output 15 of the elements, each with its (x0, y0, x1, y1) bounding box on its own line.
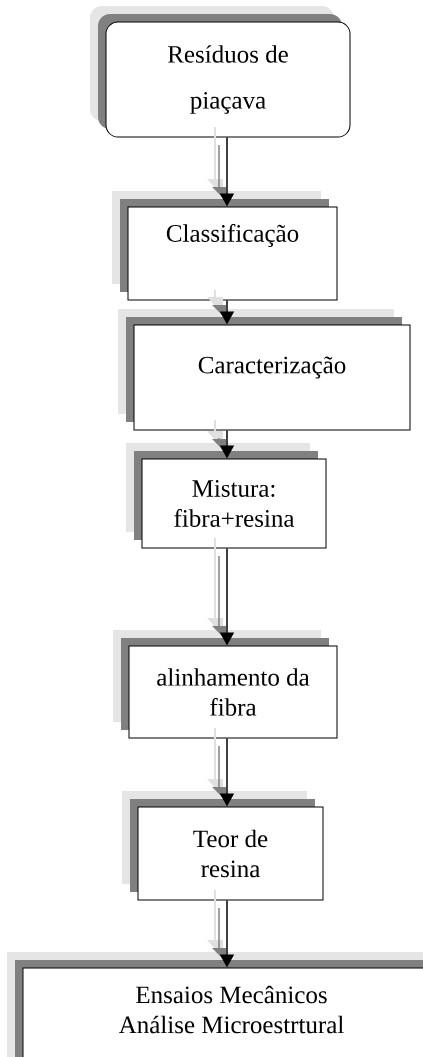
process-box (128, 645, 338, 739)
process-box (137, 806, 324, 901)
node-label: Mistura: fibra+resina (174, 480, 295, 527)
node-label: Resíduos de piaçava (167, 45, 288, 114)
node-label: Caracterização (198, 356, 346, 379)
process-box (141, 458, 327, 549)
process-box (22, 967, 423, 1057)
process-box (133, 324, 411, 431)
node-label: Classificação (166, 224, 299, 247)
node-label: Análise Microestrtural (118, 1015, 344, 1034)
node-label: Ensaios Mecânicos (136, 985, 327, 1004)
node-label: alinhamento da fibra (157, 668, 310, 716)
node-label: Teor de resina (193, 829, 268, 878)
start-box (105, 21, 351, 138)
process-box (127, 206, 338, 301)
